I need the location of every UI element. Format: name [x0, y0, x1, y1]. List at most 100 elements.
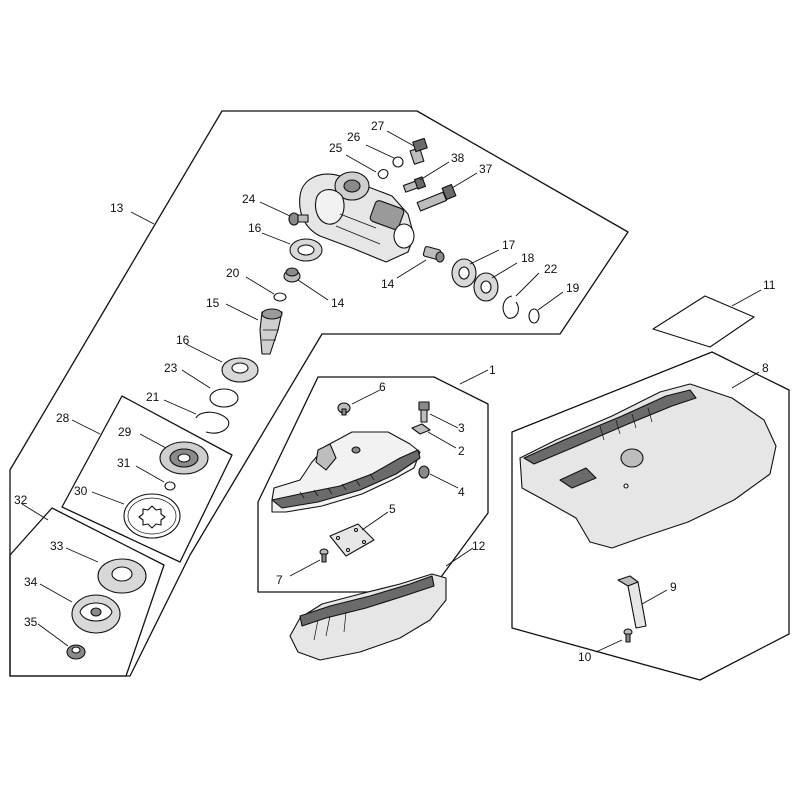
shaft-14-upper — [422, 245, 445, 263]
leader-14b — [297, 279, 329, 301]
leader-36 — [37, 623, 69, 647]
callout-30: 29 — [118, 425, 132, 439]
leader-28 — [386, 130, 415, 147]
plate-5 — [329, 523, 375, 557]
callout-18: 17 — [502, 238, 516, 252]
washer-27 — [392, 156, 404, 168]
callout-9: 9 — [670, 580, 677, 594]
callout-14-lower: 14 — [331, 296, 345, 310]
callout-37: 37 — [479, 162, 493, 176]
spindle-15 — [259, 308, 283, 355]
callout-6: 6 — [379, 380, 386, 394]
callout-25: 24 — [242, 192, 256, 206]
leader-37 — [451, 172, 478, 189]
label-sticker — [652, 295, 755, 348]
callout-20: 19 — [566, 281, 580, 295]
screw-10 — [623, 628, 633, 643]
bracket-9 — [617, 575, 647, 629]
washer-24 — [209, 388, 239, 408]
leader-14a — [396, 259, 427, 279]
leader-26 — [345, 154, 377, 173]
clutch-group-frame — [9, 507, 165, 677]
leader-5 — [361, 511, 389, 531]
callout-26: 25 — [329, 141, 343, 155]
callout-34: 33 — [50, 539, 64, 553]
bolt-3 — [418, 401, 430, 423]
leader-15 — [225, 303, 259, 321]
bolt-28 — [409, 137, 428, 165]
bearing-16 — [221, 357, 259, 383]
leader-16 — [185, 343, 223, 363]
clutch-shoe-35 — [71, 594, 121, 634]
leader-35 — [39, 583, 73, 603]
washer-21 — [273, 292, 287, 302]
leader-1 — [459, 369, 489, 385]
callout-36: 35 — [24, 615, 38, 629]
snap-ring-23 — [502, 295, 519, 319]
callout-38: 38 — [451, 151, 465, 165]
screw-7 — [319, 548, 329, 563]
nut-36 — [66, 644, 86, 660]
shield-8 — [519, 383, 777, 549]
leader-29 — [71, 419, 101, 435]
guard-assembly-frame — [257, 376, 489, 593]
screw-6 — [337, 402, 351, 416]
snap-ring-22 — [195, 411, 230, 434]
leader-4 — [429, 473, 459, 489]
callout-12: 12 — [472, 539, 486, 553]
clutch-34 — [97, 558, 147, 594]
leader-33 — [21, 503, 49, 521]
leader-10 — [595, 639, 623, 653]
leader-25 — [259, 201, 291, 217]
leader-20 — [537, 291, 564, 311]
leader-6 — [351, 389, 381, 405]
leader-38 — [419, 161, 450, 181]
callout-15: 15 — [206, 296, 220, 310]
callout-27: 26 — [347, 130, 361, 144]
callout-14-upper: 14 — [381, 277, 395, 291]
leader-23 — [515, 272, 540, 297]
leader-24 — [181, 369, 211, 389]
plate-31 — [123, 493, 181, 539]
callout-31: 30 — [74, 484, 88, 498]
callout-10: 10 — [578, 650, 592, 664]
leader-18 — [469, 249, 500, 265]
leader-8 — [731, 371, 760, 389]
callout-24: 23 — [164, 361, 178, 375]
bearing-17 — [289, 238, 323, 262]
clutch-drum-group-frame — [61, 395, 233, 563]
guard-1 — [271, 431, 421, 513]
bolt-25 — [288, 212, 309, 226]
leader-9 — [641, 589, 668, 605]
leader-13 — [130, 211, 155, 225]
shield-12 — [289, 573, 447, 661]
leader-31 — [91, 491, 125, 505]
callout-13: 13 — [110, 201, 124, 215]
callout-21: 20 — [226, 266, 240, 280]
leader-19 — [491, 262, 518, 279]
leader-3 — [429, 413, 459, 429]
gear-14-lower — [283, 267, 301, 283]
leader-17 — [261, 232, 291, 245]
callout-2: 2 — [458, 444, 465, 458]
callout-35: 34 — [24, 575, 38, 589]
bolt-38 — [402, 176, 427, 193]
callout-5: 5 — [389, 502, 396, 516]
clip-26 — [377, 168, 389, 180]
leader-12 — [445, 547, 474, 567]
leader-2 — [427, 431, 457, 449]
gear-case-housing — [299, 171, 415, 263]
callout-11: 11 — [763, 278, 776, 292]
clutch-drum-30 — [159, 441, 209, 475]
leader-27 — [365, 144, 395, 159]
callout-3: 3 — [458, 421, 465, 435]
callout-22: 21 — [146, 390, 160, 404]
washer-32 — [164, 481, 176, 491]
callout-23: 22 — [544, 262, 558, 276]
callout-19: 18 — [521, 251, 535, 265]
callout-7: 7 — [276, 573, 283, 587]
callout-29: 28 — [56, 411, 70, 425]
nut-4 — [418, 465, 430, 479]
leader-21 — [245, 276, 275, 295]
